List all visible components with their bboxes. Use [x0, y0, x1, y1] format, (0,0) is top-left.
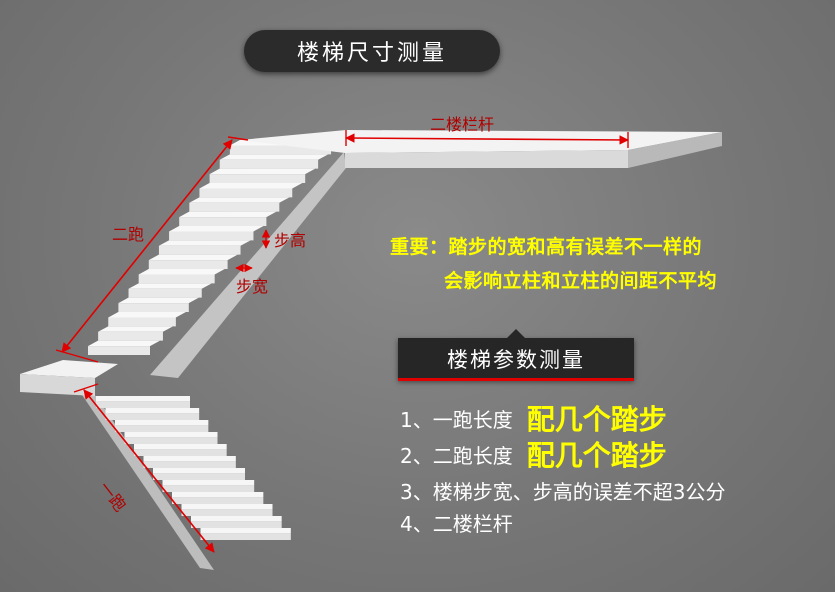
step-tread	[129, 283, 212, 288]
step-tread	[118, 298, 198, 303]
step-riser	[169, 231, 253, 240]
step-riser	[129, 289, 202, 298]
step-riser	[210, 174, 306, 183]
step-riser	[220, 160, 318, 169]
step-width-label: 步宽	[236, 277, 268, 296]
params-item-highlight: 配几个踏步	[527, 398, 667, 438]
step-tread	[182, 504, 273, 509]
step-riser	[149, 260, 228, 269]
params-item-2: 2、二跑长度 配几个踏步	[400, 434, 667, 474]
params-item-text: 1、一跑长度	[400, 404, 513, 433]
step-riser	[115, 425, 208, 432]
step-tread	[134, 444, 227, 449]
step-riser	[199, 188, 292, 197]
step-riser	[125, 437, 218, 444]
params-title-box: 楼梯参数测量	[398, 338, 634, 380]
step-tread	[144, 456, 236, 461]
step-riser	[182, 509, 273, 516]
params-item-1: 1、一跑长度 配几个踏步	[400, 398, 667, 438]
step-tread	[125, 432, 218, 437]
step-tread	[106, 408, 200, 413]
step-tread	[191, 516, 282, 521]
step-riser	[159, 246, 241, 255]
step-riser	[172, 497, 263, 504]
step-tread	[159, 240, 251, 245]
step-riser	[191, 521, 282, 528]
step-riser	[134, 449, 227, 456]
step-tread	[96, 396, 190, 401]
params-item-text: 2、二跑长度	[400, 440, 513, 469]
step-tread	[163, 480, 255, 485]
step-tread	[88, 341, 160, 346]
step-riser	[106, 413, 200, 420]
step-riser	[163, 485, 255, 492]
step-riser	[179, 217, 266, 226]
railing-label: 二楼栏杆	[430, 115, 494, 134]
params-item-4: 4、二楼栏杆	[400, 508, 513, 537]
step-riser	[96, 401, 190, 408]
step-tread	[189, 197, 289, 202]
step-riser	[98, 332, 163, 341]
step-tread	[169, 226, 263, 231]
params-item-text: 4、二楼栏杆	[400, 508, 513, 537]
step-tread	[115, 420, 208, 425]
important-note-line1: 重要：踏步的宽和高有误差不一样的	[390, 232, 702, 259]
step-tread	[179, 212, 276, 217]
step-tread	[149, 255, 238, 260]
step-tread	[98, 326, 173, 331]
step-riser	[189, 203, 279, 212]
step-tread	[108, 312, 186, 317]
params-item-text: 3、楼梯步宽、步高的误差不超3公分	[400, 476, 725, 505]
important-note-line2: 会影响立柱和立柱的间距不平均	[444, 266, 717, 293]
params-item-3: 3、楼梯步宽、步高的误差不超3公分	[400, 476, 725, 505]
step-tread	[201, 528, 291, 533]
step-riser	[201, 533, 291, 540]
run1-label: 一跑	[95, 478, 130, 515]
step-tread	[153, 468, 245, 473]
step-tread	[172, 492, 263, 497]
landing-platform	[20, 360, 118, 396]
step-tread	[199, 183, 302, 188]
step-riser	[88, 346, 150, 355]
params-item-highlight: 配几个踏步	[527, 434, 667, 474]
step-riser	[108, 317, 176, 326]
step-tread	[220, 154, 328, 159]
step-tread	[210, 169, 316, 174]
step-riser	[144, 461, 236, 468]
params-underline	[398, 378, 634, 381]
step-height-label: 步高	[274, 231, 306, 250]
step-riser	[153, 473, 245, 480]
upper-flight	[88, 140, 346, 378]
step-riser	[118, 303, 188, 312]
step-tread	[139, 269, 225, 274]
step-riser	[139, 274, 215, 283]
run2-label: 二跑	[112, 225, 144, 244]
